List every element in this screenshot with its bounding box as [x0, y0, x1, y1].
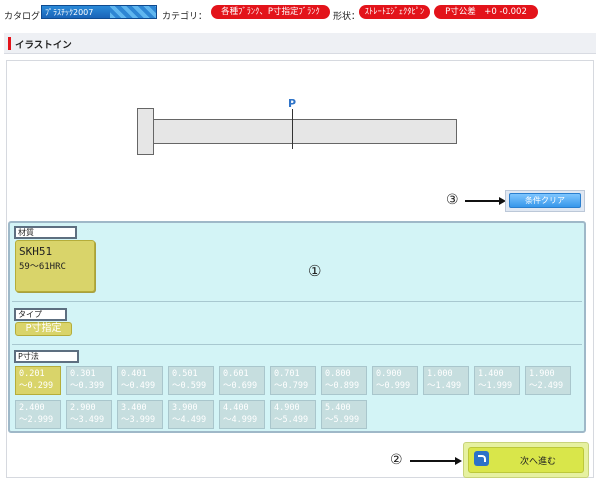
- shape-label: 形状：: [333, 12, 361, 22]
- p-size-min: 1.400: [478, 369, 504, 379]
- p-size-option[interactable]: 5.400 ～5.999: [321, 400, 367, 429]
- section-accent: [8, 37, 11, 50]
- catalog-value: ﾌﾟﾗｽﾁｯｸ2007: [45, 8, 94, 17]
- divider: [12, 344, 582, 345]
- type-group-label: タイプ: [14, 308, 67, 321]
- next-step-label: 次へ進む: [520, 457, 557, 467]
- material-option-skh51[interactable]: [15, 240, 95, 292]
- p-size-min: 4.400: [223, 403, 249, 413]
- type-option-p-size[interactable]: P寸指定: [15, 322, 72, 336]
- p-dimension-line: [292, 109, 293, 149]
- section-title: イラストイン: [15, 40, 72, 51]
- p-size-min: 1.000: [427, 369, 453, 379]
- p-size-min: 3.900: [172, 403, 198, 413]
- p-size-max: ～0.799: [274, 381, 309, 391]
- p-size-max: ～2.999: [19, 415, 54, 425]
- section-header: [4, 33, 596, 54]
- p-size-option[interactable]: 2.900 ～3.499: [66, 400, 112, 429]
- p-size-max: ～0.999: [376, 381, 411, 391]
- category-badge: 各種ﾌﾞﾗﾝｸ、P寸指定ﾌﾞﾗﾝｸ: [211, 5, 330, 19]
- p-size-option[interactable]: 1.400 ～1.999: [474, 366, 520, 395]
- p-size-min: 4.900: [274, 403, 300, 413]
- p-size-min: 1.900: [529, 369, 555, 379]
- p-size-min: 2.900: [70, 403, 96, 413]
- p-size-max: ～0.299: [19, 381, 54, 391]
- arrow-head-icon: [499, 197, 506, 205]
- catalog-label: カタログ：: [4, 12, 50, 22]
- p-dimension-label: P: [288, 97, 297, 110]
- p-size-min: 0.301: [70, 369, 96, 379]
- p-size-max: ～3.999: [121, 415, 156, 425]
- p-size-min: 5.400: [325, 403, 351, 413]
- p-size-min: 0.701: [274, 369, 300, 379]
- annotation-one: ①: [308, 262, 322, 280]
- p-size-max: ～4.499: [172, 415, 207, 425]
- category-label: カテゴリ：: [162, 12, 208, 22]
- p-size-min: 0.201: [19, 369, 45, 379]
- p-size-max: ～5.999: [325, 415, 360, 425]
- p-size-max: ～2.499: [529, 381, 564, 391]
- p-size-min: 0.800: [325, 369, 351, 379]
- p-size-option[interactable]: 0.601 ～0.699: [219, 366, 265, 395]
- tolerance-value: P寸公差 +0 -0.002: [445, 7, 527, 17]
- p-size-max: ～1.999: [478, 381, 513, 391]
- p-size-max: ～0.399: [70, 381, 105, 391]
- p-size-min: 0.900: [376, 369, 402, 379]
- p-size-min: 0.501: [172, 369, 198, 379]
- p-size-option[interactable]: 4.900 ～5.499: [270, 400, 316, 429]
- p-size-option[interactable]: 0.501 ～0.599: [168, 366, 214, 395]
- p-size-max: ～1.499: [427, 381, 462, 391]
- condition-panel: [8, 221, 586, 433]
- p-size-max: ～5.499: [274, 415, 309, 425]
- annotation-three: ③: [446, 192, 459, 208]
- p-size-min: 3.400: [121, 403, 147, 413]
- material-group-label: 材質: [14, 226, 77, 239]
- p-size-option[interactable]: 0.301 ～0.399: [66, 366, 112, 395]
- p-size-max: ～0.499: [121, 381, 156, 391]
- tolerance-badge: P寸公差 +0 -0.002: [434, 5, 538, 19]
- p-size-min: 2.400: [19, 403, 45, 413]
- p-size-option[interactable]: 3.900 ～4.499: [168, 400, 214, 429]
- p-size-option[interactable]: 0.201 ～0.299: [15, 366, 61, 395]
- pin-shaft-illustration: [153, 119, 457, 144]
- divider: [12, 301, 582, 302]
- arrow-to-clear: [465, 200, 500, 202]
- clear-conditions-button[interactable]: 条件クリア: [509, 193, 581, 208]
- shape-value: ｽﾄﾚｰﾄｴｼﾞｪｸﾀﾋﾟﾝ: [364, 7, 425, 17]
- forward-arrow-icon: [474, 451, 489, 466]
- p-size-option[interactable]: 0.701 ～0.799: [270, 366, 316, 395]
- p-size-option[interactable]: 0.900 ～0.999: [372, 366, 418, 395]
- p-size-min: 0.601: [223, 369, 249, 379]
- p-size-option[interactable]: 0.401 ～0.499: [117, 366, 163, 395]
- material-hardness: 59～61HRC: [19, 262, 66, 272]
- category-value: 各種ﾌﾞﾗﾝｸ、P寸指定ﾌﾞﾗﾝｸ: [221, 7, 320, 17]
- p-size-min: 0.401: [121, 369, 147, 379]
- p-size-max: ～3.499: [70, 415, 105, 425]
- annotation-two: ②: [390, 452, 403, 468]
- p-size-option[interactable]: 1.000 ～1.499: [423, 366, 469, 395]
- p-size-option[interactable]: 1.900 ～2.499: [525, 366, 571, 395]
- p-size-max: ～0.899: [325, 381, 360, 391]
- arrow-head-icon: [455, 457, 462, 465]
- catalog-badge: ﾌﾟﾗｽﾁｯｸ2007: [41, 5, 157, 19]
- shape-badge: ｽﾄﾚｰﾄｴｼﾞｪｸﾀﾋﾟﾝ: [359, 5, 430, 19]
- p-size-option[interactable]: 0.800 ～0.899: [321, 366, 367, 395]
- p-size-max: ～4.999: [223, 415, 258, 425]
- p-size-option[interactable]: 2.400 ～2.999: [15, 400, 61, 429]
- p-size-group-label: P寸法: [14, 350, 79, 363]
- p-size-option[interactable]: 3.400 ～3.999: [117, 400, 163, 429]
- pin-head-illustration: [137, 108, 154, 155]
- p-size-max: ～0.599: [172, 381, 207, 391]
- p-size-max: ～0.699: [223, 381, 258, 391]
- p-size-option[interactable]: 4.400 ～4.999: [219, 400, 265, 429]
- arrow-to-next: [410, 460, 456, 462]
- material-name: SKH51: [19, 245, 53, 258]
